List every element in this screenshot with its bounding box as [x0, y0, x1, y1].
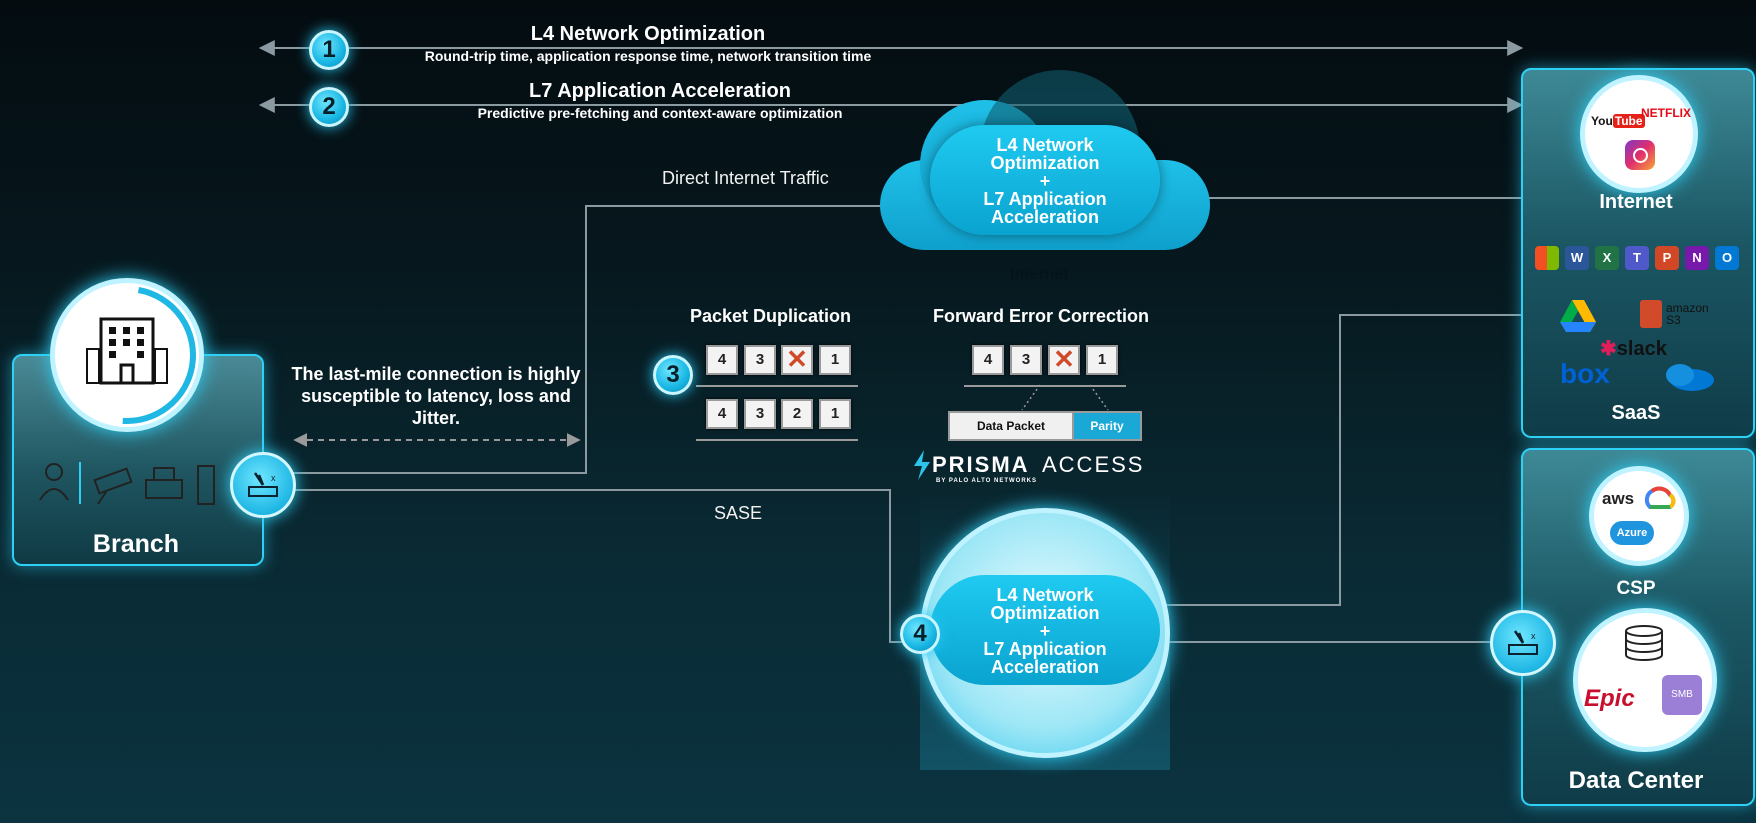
- l4-subtitle: Round-trip time, application response ti…: [424, 48, 872, 64]
- cloud-line1: L4 Network: [996, 135, 1094, 155]
- onedrive-icon: [1666, 364, 1714, 391]
- teams-icon: T: [1625, 246, 1649, 270]
- prisma-tagline: BY PALO ALTO NETWORKS: [936, 478, 1038, 484]
- word-icon: W: [1565, 246, 1589, 270]
- fec-parity: Parity: [1072, 411, 1142, 441]
- dup-r1-p3: 3: [744, 345, 776, 375]
- dup-r2-p2: 2: [781, 399, 813, 429]
- branch-building-icon: [58, 286, 196, 424]
- l7-subtitle: Predictive pre-fetching and context-awar…: [477, 105, 843, 121]
- sase-label: SASE: [714, 503, 763, 523]
- cloud-line4: L7 Application: [983, 189, 1107, 209]
- step-2-badge: 2: [309, 87, 349, 127]
- direct-internet-line: [292, 205, 885, 474]
- l7-title: L7 Application Acceleration: [529, 80, 791, 102]
- step-4-badge: 4: [900, 614, 940, 654]
- aws-logo: aws: [1602, 489, 1635, 508]
- dup-r1-p4: 4: [706, 345, 738, 375]
- prisma-logo-icon: [914, 450, 930, 480]
- prisma-access-logo: PRISMA ACCESS BY PALO ALTO NETWORKS: [912, 450, 1162, 486]
- netflix-logo: NETFLIX: [1641, 106, 1691, 120]
- internet-title: Internet: [1599, 191, 1673, 213]
- dup-r2-p1: 1: [819, 399, 851, 429]
- microsoft-icon: [1535, 246, 1559, 270]
- dup-r1-p1: 1: [819, 345, 851, 375]
- database-icon: [1625, 625, 1663, 661]
- fec-lost: ✕: [1048, 345, 1080, 375]
- dup-r2-p3: 3: [744, 399, 776, 429]
- prisma-line4: L7 Application: [983, 639, 1107, 659]
- branch-device-icons: [39, 462, 215, 505]
- csp-title: CSP: [1616, 578, 1656, 599]
- fec-dotted-right: [1089, 384, 1109, 411]
- prisma-node-pill: [930, 575, 1160, 685]
- google-cloud-icon: [1644, 486, 1676, 509]
- cloud-line5: Acceleration: [990, 207, 1100, 227]
- google-drive-icon: [1560, 300, 1596, 332]
- prisma-line3: +: [1039, 621, 1051, 641]
- fec-data-packet: Data Packet: [948, 411, 1074, 441]
- azure-logo: Azure: [1610, 521, 1654, 545]
- dup-r2-p4: 4: [706, 399, 738, 429]
- onenote-icon: N: [1685, 246, 1709, 270]
- fec-p4: 4: [972, 345, 1004, 375]
- branch-title: Branch: [92, 530, 180, 558]
- box-logo: box: [1560, 358, 1610, 389]
- smb-logo: SMB: [1662, 675, 1702, 715]
- excel-icon: X: [1595, 246, 1619, 270]
- prisma-suffix: ACCESS: [1042, 452, 1145, 477]
- dc-circle: Epic SMB: [1573, 608, 1717, 752]
- office-apps-row: W X T P N O: [1535, 246, 1745, 272]
- amazon-s3-icon: [1640, 300, 1662, 328]
- fec-title: Forward Error Correction: [933, 306, 1150, 326]
- direct-internet-label: Direct Internet Traffic: [662, 168, 829, 188]
- cloud-line3: +: [1039, 171, 1051, 191]
- prisma-name: PRISMA: [932, 452, 1030, 477]
- prisma-line5: Acceleration: [990, 657, 1100, 677]
- branch-circle: [50, 278, 204, 432]
- prisma-line1: L4 Network: [996, 585, 1094, 605]
- prisma-line2: Optimization: [990, 603, 1100, 623]
- svg-text:x: x: [271, 473, 276, 483]
- step-3-badge: 3: [653, 355, 693, 395]
- step-1-badge: 1: [309, 30, 349, 70]
- fec-dotted-left: [1021, 384, 1041, 411]
- dc-gateway-icon: x: [1490, 610, 1556, 676]
- epic-logo: Epic: [1584, 685, 1635, 712]
- fec-p1: 1: [1086, 345, 1118, 375]
- instagram-icon: [1625, 140, 1655, 170]
- svg-text:x: x: [1531, 631, 1536, 641]
- outlook-icon: O: [1715, 246, 1739, 270]
- internet-cloud: L4 Network Optimization + L7 Application…: [880, 70, 1210, 260]
- packet-dup-title: Packet Duplication: [690, 306, 852, 326]
- sase-line: [292, 489, 910, 643]
- last-mile-text: The last-mile connection is highly susce…: [291, 364, 581, 428]
- dc-title: Data Center: [1568, 767, 1704, 794]
- slack-logo: ✱slack: [1600, 338, 1667, 360]
- saas-title: SaaS: [1611, 402, 1661, 424]
- csp-circle: aws Azure: [1589, 466, 1689, 566]
- l4-title: L4 Network Optimization: [530, 23, 766, 45]
- dup-r1-lost: ✕: [781, 345, 813, 375]
- powerpoint-icon: P: [1655, 246, 1679, 270]
- cloud-internet-label: Internet: [1010, 266, 1069, 283]
- branch-gateway-icon: x: [230, 452, 296, 518]
- prisma-to-saas-line: [1165, 314, 1522, 606]
- cloud-line2: Optimization: [990, 153, 1100, 173]
- fec-p3: 3: [1010, 345, 1042, 375]
